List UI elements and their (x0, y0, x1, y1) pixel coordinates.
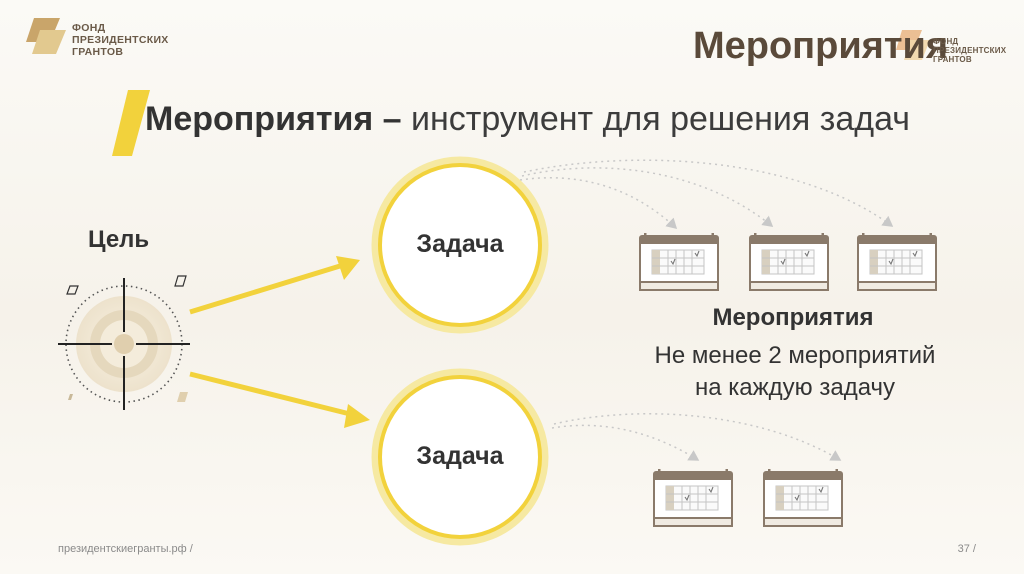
page-number: 37 / (957, 543, 976, 555)
events-title: Мероприятия (712, 304, 874, 331)
header-logo-mark-icon (896, 30, 930, 60)
task-1-circle (371, 156, 549, 334)
goal-label: Цель (88, 226, 150, 253)
calendar-icon (763, 468, 843, 527)
calendar-icon (749, 232, 829, 291)
logo-mark-icon (26, 18, 66, 54)
foundation-logo-text: ФОНД ПРЕЗИДЕНТСКИХ ГРАНТОВ (72, 22, 169, 58)
task-1-event-connectors (519, 159, 894, 230)
calendar-icon (857, 232, 937, 291)
task-2-circle (371, 368, 549, 546)
calendar-icon (653, 468, 733, 527)
footer-url: президентскиегранты.рф / (58, 543, 193, 555)
task-1-label: Задача (416, 230, 504, 258)
task-2-label: Задача (416, 442, 504, 470)
calendar-icon (639, 232, 719, 291)
header-title: Мероприятия (692, 25, 948, 67)
target-icon (58, 275, 190, 410)
task-2-event-connectors (551, 413, 842, 461)
slide-title-rest: инструмент для решения задач (401, 100, 910, 138)
slide-title: Мероприятия – инструмент для решения зад… (145, 100, 910, 139)
goal-to-task-arrows (189, 256, 370, 428)
header-logo-text: ФОНД ПРЕЗИДЕНТСКИХ ГРАНТОВ (933, 37, 1007, 64)
events-description: Не менее 2 мероприятий на каждую задачу (654, 342, 936, 401)
slide-title-bold: Мероприятия – (145, 100, 402, 138)
title-accent-slash-icon (112, 90, 150, 156)
